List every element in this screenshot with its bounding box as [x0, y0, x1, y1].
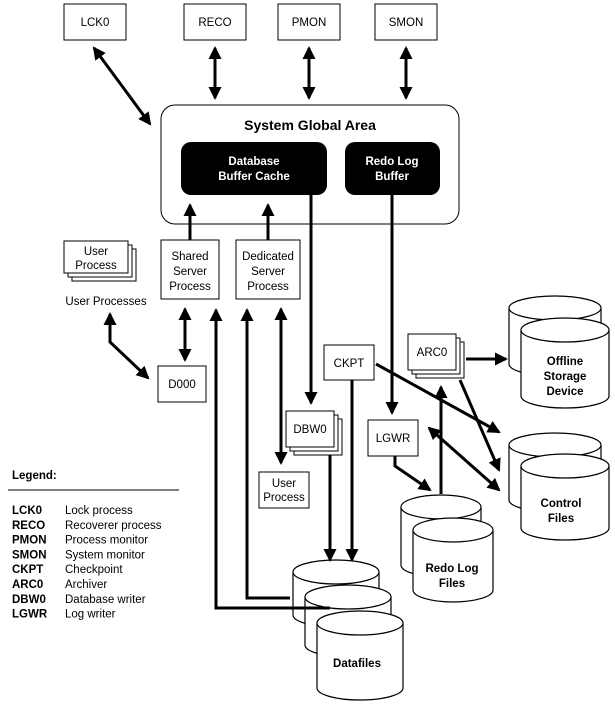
lgwr-label: LGWR: [376, 433, 411, 445]
offline-line-3: Device: [546, 386, 583, 398]
dedicated-server-process: Dedicated Server Process: [235, 239, 301, 300]
legend-description: Archiver: [65, 579, 107, 591]
user-processes-stack: User Process User Processes: [63, 240, 147, 308]
buffer-cache-line-1: Database: [228, 156, 279, 168]
dbw0-process: DBW0: [285, 410, 343, 456]
lck0-process: LCK0: [63, 3, 127, 41]
ckpt-label: CKPT: [334, 358, 365, 370]
legend-description: Process monitor: [65, 535, 148, 547]
offline-line-2: Storage: [544, 371, 587, 383]
control-line-1: Control: [541, 498, 582, 510]
reco-label: RECO: [198, 17, 231, 29]
sga-title: System Global Area: [244, 117, 376, 133]
shared-line-2: Server: [173, 266, 207, 278]
shared-line-3: Process: [169, 281, 211, 293]
redo-buffer-line-1: Redo Log: [365, 156, 418, 168]
shared-line-1: Shared: [171, 251, 208, 263]
datafiles-label: Datafiles: [333, 658, 381, 670]
redo-buffer-line-2: Buffer: [375, 171, 409, 183]
legend-code: RECO: [12, 520, 45, 532]
user-process-lower: User Process: [258, 471, 310, 509]
buffer-cache-line-2: Buffer Cache: [218, 171, 290, 183]
smon-process: SMON: [374, 3, 438, 41]
legend-code: CKPT: [12, 564, 43, 576]
arrow-lck0-sga: [92, 46, 152, 126]
reco-process: RECO: [183, 3, 247, 41]
pmon-process: PMON: [277, 3, 341, 41]
arrow-datafiles-to-dedicated: [240, 308, 290, 600]
offline-line-1: Offline: [547, 356, 583, 368]
dbw0-label: DBW0: [293, 424, 326, 436]
control-line-2: Files: [548, 513, 574, 525]
legend-code: ARC0: [12, 579, 43, 591]
arrow-datafiles-to-shared: [209, 308, 330, 610]
user-process-stack-line-1: User: [84, 246, 108, 258]
database-buffer-cache: Database Buffer Cache: [181, 142, 327, 195]
arc0-process: ARC0: [407, 333, 465, 379]
connection-arrows: [92, 46, 508, 610]
legend-code: PMON: [12, 535, 47, 547]
datafiles: Datafiles: [292, 559, 404, 701]
control-files: Control Files: [508, 432, 610, 541]
legend-description: Recoverer process: [65, 520, 162, 532]
pmon-label: PMON: [292, 17, 327, 29]
legend-code: DBW0: [12, 594, 46, 606]
dedicated-line-1: Dedicated: [242, 251, 294, 263]
arrow-userprocs-d000: [103, 312, 150, 380]
user-process-lower-line-2: Process: [263, 492, 305, 504]
redo-files-line-2: Files: [439, 578, 465, 590]
legend-description: Database writer: [65, 594, 146, 606]
arrow-arc0-to-control: [458, 379, 501, 472]
user-process-stack-line-2: Process: [75, 260, 117, 272]
legend-description: System monitor: [65, 549, 145, 561]
legend-description: Log writer: [65, 609, 116, 621]
legend-code: SMON: [12, 549, 47, 561]
dedicated-line-3: Process: [247, 281, 289, 293]
shared-server-process: Shared Server Process: [160, 239, 220, 300]
redo-log-files: Redo Log Files: [400, 494, 494, 603]
smon-label: SMON: [389, 17, 424, 29]
system-global-area: System Global Area Database Buffer Cache…: [160, 104, 460, 225]
arrow-lgwr-to-redo-files: [393, 456, 432, 492]
legend-code: LCK0: [12, 505, 42, 517]
legend-description: Lock process: [65, 505, 133, 517]
lgwr-process: LGWR: [367, 419, 419, 457]
offline-storage-device: Offline Storage Device: [508, 295, 610, 409]
redo-log-buffer: Redo Log Buffer: [345, 142, 440, 195]
lck0-label: LCK0: [81, 17, 110, 29]
legend-description: Checkpoint: [65, 564, 123, 576]
dedicated-line-2: Server: [251, 266, 285, 278]
redo-files-line-1: Redo Log: [425, 563, 478, 575]
legend-code: LGWR: [12, 609, 48, 621]
d000-label: D000: [168, 379, 196, 391]
user-process-lower-line-1: User: [272, 478, 296, 490]
legend-title: Legend:: [12, 470, 57, 482]
arc0-label: ARC0: [417, 347, 448, 359]
user-processes-label: User Processes: [65, 296, 146, 308]
d000-dispatcher: D000: [157, 365, 207, 403]
ckpt-process: CKPT: [323, 344, 375, 381]
